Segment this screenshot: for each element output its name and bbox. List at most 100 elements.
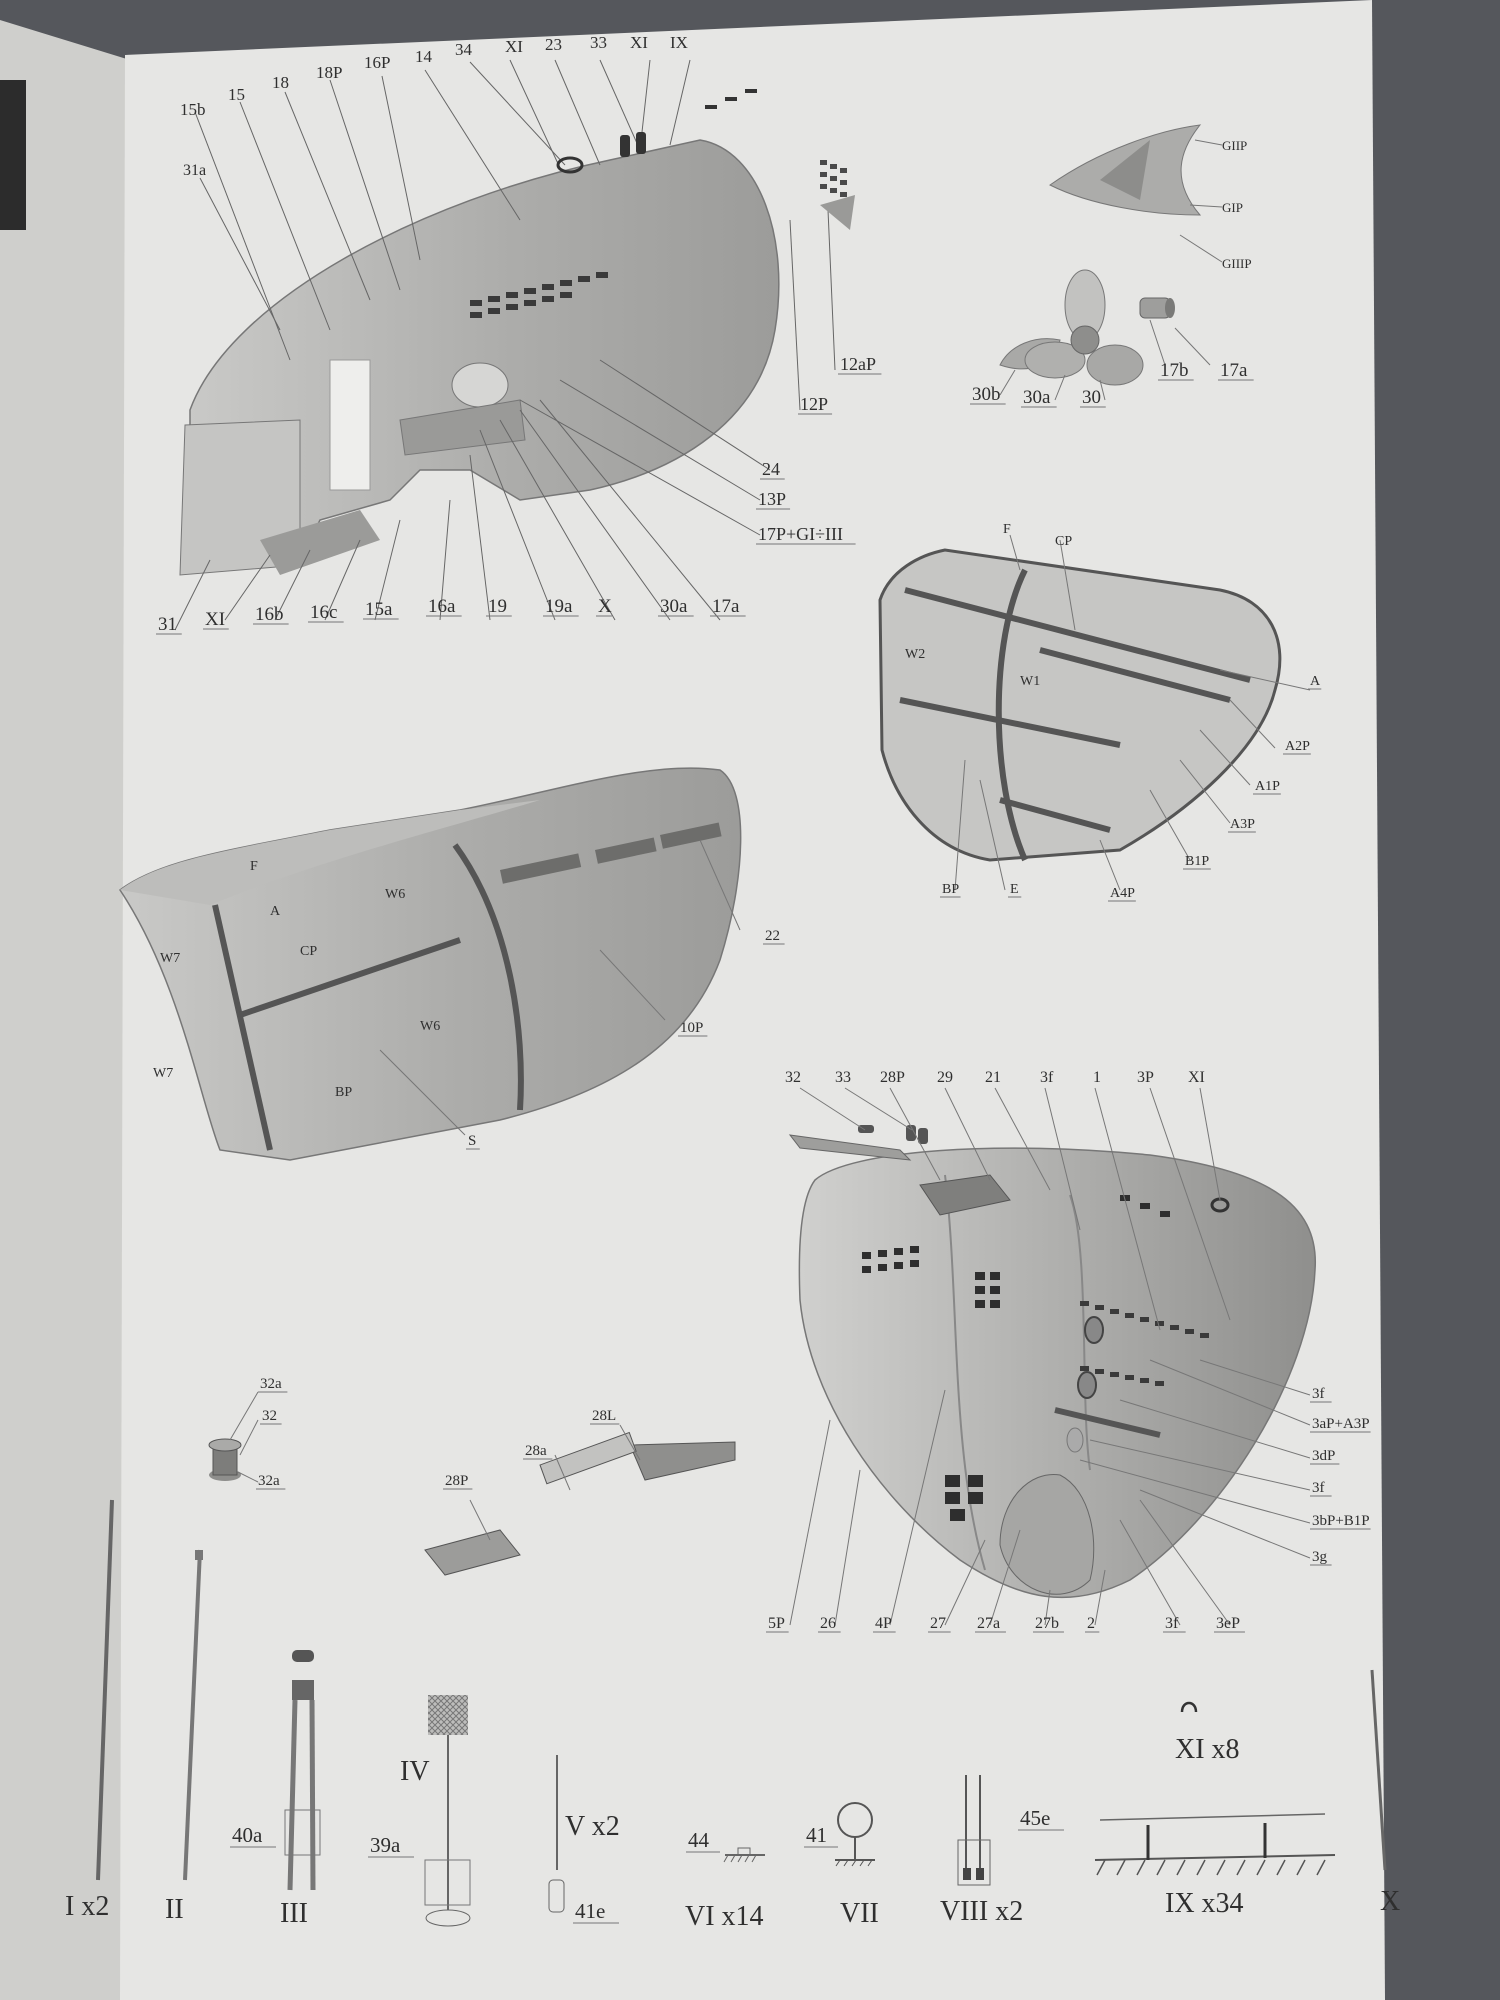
hatch-label: 28a bbox=[525, 1443, 547, 1459]
fitting-part-label: 40a bbox=[232, 1823, 263, 1847]
hatch-part-detail: 28L 28a 28P bbox=[424, 1408, 736, 1576]
fitting-VII bbox=[835, 1802, 875, 1867]
bow-right-label: 3f bbox=[1312, 1480, 1325, 1496]
fitting-name-label: IV bbox=[400, 1756, 430, 1787]
bollard-label: 32a bbox=[260, 1376, 282, 1392]
bow-right-label: 3dP bbox=[1312, 1448, 1335, 1464]
frame-inside-label: W2 bbox=[905, 647, 925, 662]
hull-callout-label: 22 bbox=[765, 928, 780, 944]
stern-right-label: 13P bbox=[758, 489, 786, 509]
frame-right-label: A3P bbox=[1230, 817, 1255, 832]
stern-left-label: 31a bbox=[183, 162, 206, 179]
hatch-label: 28P bbox=[445, 1473, 468, 1489]
bow-bottom-label: 3eP bbox=[1216, 1615, 1240, 1632]
stern-bottom-label: 19 bbox=[488, 596, 507, 617]
bow-bulb bbox=[999, 1473, 1095, 1595]
bow-seam bbox=[1069, 1194, 1091, 1471]
frame-right-label: A1P bbox=[1255, 779, 1280, 794]
bollard-label: 32a bbox=[258, 1473, 280, 1489]
fitting-VI bbox=[723, 1847, 765, 1863]
bow-stringer bbox=[1054, 1407, 1161, 1438]
bow-right-label: 3aP+A3P bbox=[1312, 1416, 1370, 1432]
hull-inside-label: F bbox=[250, 859, 258, 874]
hull-frames bbox=[212, 843, 524, 1151]
fitting-name-label: V x2 bbox=[565, 1811, 620, 1842]
stern-right-label: 12P bbox=[800, 394, 828, 414]
bow-bottom-label: 26 bbox=[820, 1615, 836, 1632]
rudder-leaders bbox=[1179, 139, 1223, 263]
bow-scuttles bbox=[1080, 1301, 1209, 1386]
bow-bottom-label: 2 bbox=[1087, 1615, 1095, 1632]
bow-leaders bbox=[789, 1087, 1311, 1626]
hull-deck bbox=[120, 800, 540, 905]
frame-top-label: F bbox=[1003, 522, 1011, 537]
propeller-label: 30a bbox=[1023, 387, 1051, 408]
stern-skeg bbox=[260, 510, 380, 575]
hull-inside-label: W6 bbox=[420, 1019, 440, 1034]
fitting-part-label: 45e bbox=[1020, 1806, 1050, 1830]
facing-page bbox=[0, 20, 130, 2000]
hull-callout-label: S bbox=[468, 1133, 476, 1149]
bow-bottom-label: 3f bbox=[1165, 1615, 1179, 1632]
frame-bottom-label: A4P bbox=[1110, 886, 1135, 901]
hatch-label: 28L bbox=[592, 1408, 616, 1424]
bow-right-label: 3g bbox=[1312, 1549, 1328, 1565]
bow-hawse-holes bbox=[1066, 1316, 1104, 1453]
fitting-name-label: IX x34 bbox=[1165, 1888, 1244, 1919]
hull-leaders bbox=[379, 839, 741, 1136]
bow-hatch bbox=[919, 1174, 1011, 1216]
fitting-part-label: 44 bbox=[688, 1828, 710, 1852]
stern-right-label: 24 bbox=[762, 459, 780, 479]
stern-bottom-label: 16b bbox=[255, 604, 284, 625]
stern-bottom-label: 31 bbox=[158, 614, 177, 635]
stern-top-label: 23 bbox=[545, 35, 562, 54]
frame-right-label: A2P bbox=[1285, 739, 1310, 754]
hull-inside-label: W7 bbox=[160, 951, 180, 966]
stern-top-label: 15b bbox=[180, 100, 206, 119]
bow-right-label: 3bP+B1P bbox=[1312, 1513, 1370, 1529]
frame-bottom-label: E bbox=[1010, 882, 1019, 897]
bow-hull bbox=[798, 1147, 1316, 1599]
frame-bottom-label: BP bbox=[942, 882, 959, 897]
stern-top-label: 15 bbox=[228, 85, 245, 104]
bow-top-label: 1 bbox=[1093, 1069, 1101, 1086]
stern-bottom-label: X bbox=[598, 596, 612, 617]
stern-bottom-label: 30a bbox=[660, 596, 688, 617]
stern-plate-grid bbox=[820, 160, 847, 197]
fitting-name-label: VI x14 bbox=[685, 1901, 764, 1932]
hull-hatch-slots bbox=[500, 822, 722, 884]
fitting-part-label: 41e bbox=[575, 1899, 605, 1923]
stern-top-label: 18P bbox=[316, 63, 342, 82]
bow-bottom-label: 27a bbox=[977, 1615, 1000, 1632]
fitting-name-label: II bbox=[165, 1894, 184, 1925]
fitting-III bbox=[284, 1650, 321, 1891]
fitting-IV bbox=[424, 1695, 471, 1927]
stern-top-label: 16P bbox=[364, 53, 390, 72]
bow-deck-plate bbox=[788, 1134, 912, 1161]
bow-top-label: 3P bbox=[1137, 1069, 1154, 1086]
fitting-XI-IX-rail bbox=[1094, 1701, 1336, 1876]
rudder-label: GIIIP bbox=[1222, 256, 1252, 271]
rudder-label: GIIP bbox=[1222, 138, 1247, 153]
frame-outer-shell bbox=[878, 548, 1282, 862]
stern-top-label: 33 bbox=[590, 33, 607, 52]
bow-bottom-label: 27b bbox=[1035, 1615, 1059, 1632]
frame-bulkhead bbox=[995, 568, 1028, 862]
hull-inside-label: A bbox=[270, 904, 281, 919]
rudder-web bbox=[1100, 140, 1150, 200]
stern-bottom-label: 15a bbox=[365, 599, 393, 620]
bow-top-label: 32 bbox=[785, 1069, 801, 1086]
stern-portholes bbox=[470, 272, 608, 318]
fitting-VIII bbox=[957, 1775, 991, 1886]
stern-top-label: 34 bbox=[455, 40, 473, 59]
propeller-label: 30 bbox=[1082, 387, 1101, 408]
propeller-hub-parts bbox=[1139, 297, 1175, 319]
hull-inside-label: BP bbox=[335, 1085, 352, 1100]
bow-top-label: XI bbox=[1188, 1069, 1205, 1086]
bow-bottom-label: 4P bbox=[875, 1615, 892, 1632]
